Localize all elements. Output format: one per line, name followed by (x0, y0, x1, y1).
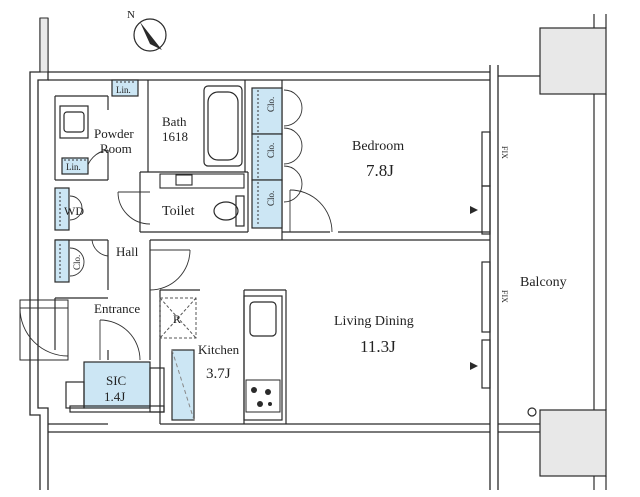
kitchen-size-label: 3.7J (206, 366, 231, 382)
bathtub (203, 85, 243, 167)
kitchen-upper-cabinet (171, 349, 195, 421)
clo-label-1: Clo. (266, 97, 276, 112)
bath-counter (159, 173, 245, 189)
storage-units (54, 79, 283, 421)
powder-room-label-1: Powder (94, 126, 134, 141)
powder-room-label-2: Room (100, 141, 132, 156)
balcony-drain-icon (527, 407, 537, 417)
balcony-railing (498, 14, 607, 490)
structural-column (39, 17, 49, 73)
closet-rails (59, 81, 259, 280)
living-dining-label: Living Dining (334, 314, 414, 329)
toilet-fixture (213, 195, 245, 227)
powder-sink (59, 105, 89, 139)
bath-size-label: 1618 (162, 129, 188, 144)
entrance-label: Entrance (94, 301, 140, 316)
clo-left-label: Clo. (72, 255, 82, 270)
window-markers (470, 206, 478, 370)
door-swings (19, 89, 333, 361)
fridge (159, 297, 197, 339)
stove-outline (245, 379, 281, 413)
compass-north-label: N (127, 9, 135, 21)
living-dining-size-label: 11.3J (360, 337, 396, 356)
kitchen-label: Kitchen (198, 342, 240, 357)
north-compass-icon (133, 18, 167, 52)
stove (251, 387, 272, 407)
fix-label-bottom: FIX (500, 290, 509, 303)
balcony-columns (539, 27, 607, 477)
lin-bottom-label: Lin. (66, 162, 81, 172)
entrance-step (19, 299, 69, 361)
balcony-label: Balcony (520, 275, 567, 290)
interior-walls (54, 80, 491, 424)
fridge-label: R (173, 312, 181, 326)
hall-label: Hall (116, 244, 139, 259)
lin-top-label: Lin. (116, 85, 131, 95)
clo-label-2: Clo. (266, 143, 276, 158)
bedroom-size-label: 7.8J (366, 161, 394, 180)
sic-size-label: 1.4J (104, 389, 125, 404)
sic-shelves (65, 367, 165, 413)
bedroom-label: Bedroom (352, 139, 404, 154)
kitchen-counter (243, 295, 283, 421)
toilet-label: Toilet (162, 204, 195, 219)
clo-label-3: Clo. (266, 191, 276, 206)
fix-label-top: FIX (500, 146, 509, 159)
bath-label: Bath (162, 114, 187, 129)
sic-label: SIC (106, 373, 126, 388)
wd-label: WD (64, 204, 84, 218)
